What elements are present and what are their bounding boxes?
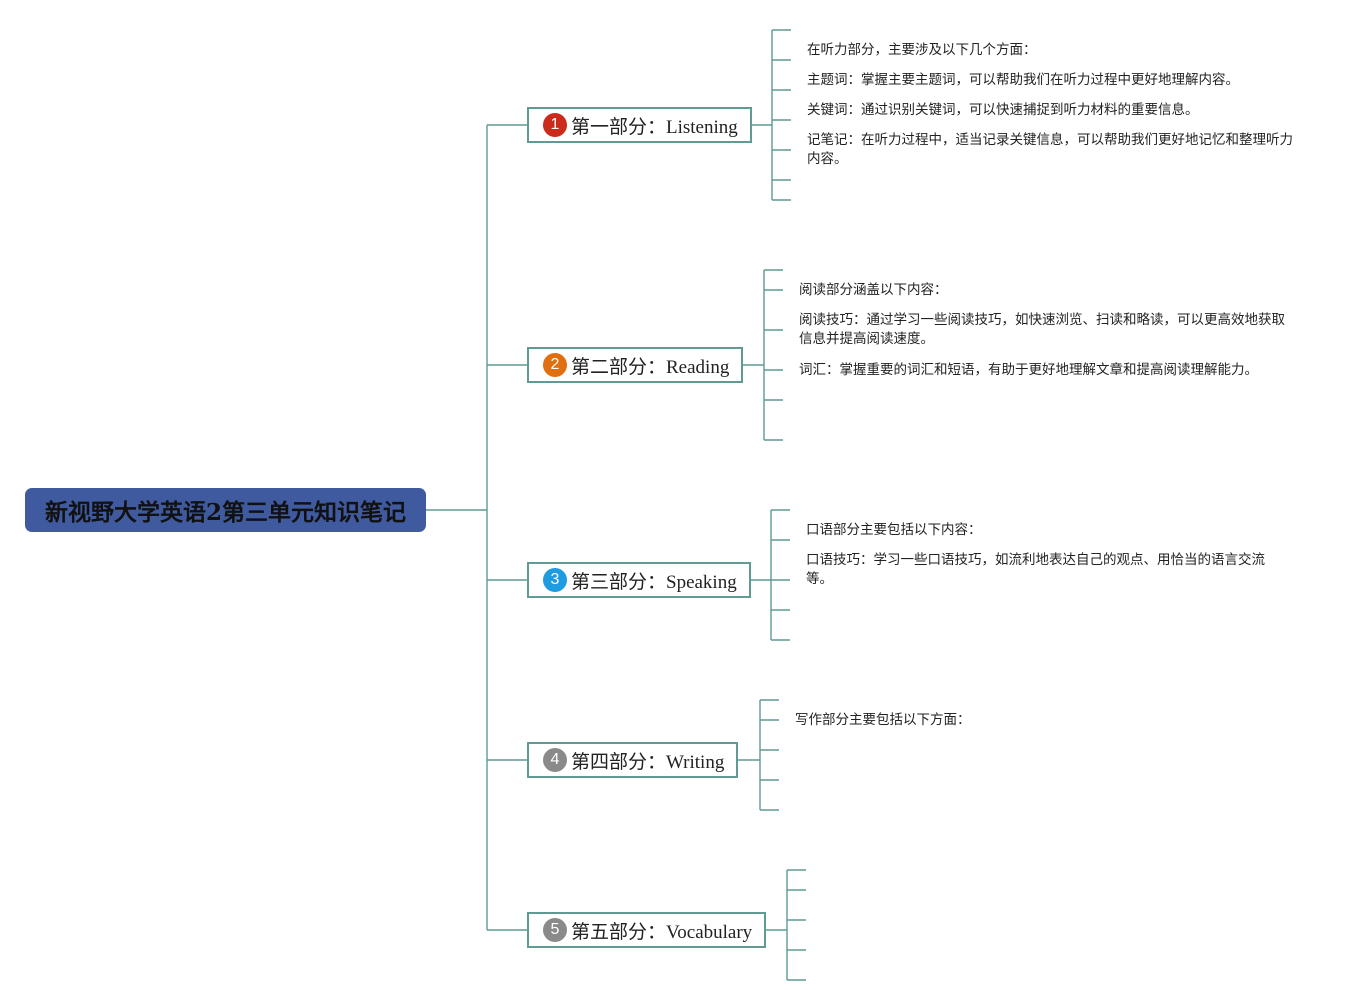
branch-speaking[interactable]: 3 第三部分：Speaking: [527, 562, 751, 598]
note-item[interactable]: 口语技巧：学习一些口语技巧，如流利地表达自己的观点、用恰当的语言交流等。: [806, 552, 1265, 587]
root-topic[interactable]: 新视野大学英语2第三单元知识笔记: [25, 488, 426, 532]
number-badge-icon: 4: [543, 748, 567, 772]
note-item[interactable]: 阅读技巧：通过学习一些阅读技巧，如快速浏览、扫读和略读，可以更高效地获取信息并提…: [799, 312, 1285, 347]
branch-reading[interactable]: 2 第二部分：Reading: [527, 347, 744, 383]
branch-listening[interactable]: 1 第一部分：Listening: [527, 107, 752, 143]
note-item[interactable]: 词汇：掌握重要的词汇和短语，有助于更好地理解文章和提高阅读理解能力。: [799, 362, 1258, 378]
branch-vocabulary[interactable]: 5 第五部分：Vocabulary: [527, 912, 767, 948]
note-item[interactable]: 写作部分主要包括以下方面：: [795, 712, 971, 728]
number-badge-icon: 3: [543, 568, 567, 592]
root-title: 新视野大学英语2第三单元知识笔记: [44, 499, 406, 526]
number-badge-icon: 5: [543, 918, 567, 942]
branch-label: 第三部分：Speaking: [571, 571, 737, 593]
note-item[interactable]: 口语部分主要包括以下内容：: [806, 522, 982, 538]
note-item[interactable]: 关键词：通过识别关键词，可以快速捕捉到听力材料的重要信息。: [807, 102, 1199, 118]
note-item[interactable]: 在听力部分，主要涉及以下几个方面：: [807, 42, 1037, 58]
note-item[interactable]: 主题词：掌握主要主题词，可以帮助我们在听力过程中更好地理解内容。: [807, 72, 1239, 88]
note-item[interactable]: 记笔记：在听力过程中，适当记录关键信息，可以帮助我们更好地记忆和整理听力内容。: [807, 132, 1293, 167]
number-badge-icon: 1: [543, 113, 567, 137]
branch-label: 第五部分：Vocabulary: [571, 921, 753, 943]
note-item[interactable]: 阅读部分涵盖以下内容：: [799, 282, 948, 298]
branch-label: 第二部分：Reading: [571, 356, 730, 378]
branch-label: 第一部分：Listening: [571, 116, 738, 138]
number-badge-icon: 2: [543, 353, 567, 377]
branch-label: 第四部分：Writing: [571, 751, 725, 773]
branch-writing[interactable]: 4 第四部分：Writing: [527, 742, 739, 778]
